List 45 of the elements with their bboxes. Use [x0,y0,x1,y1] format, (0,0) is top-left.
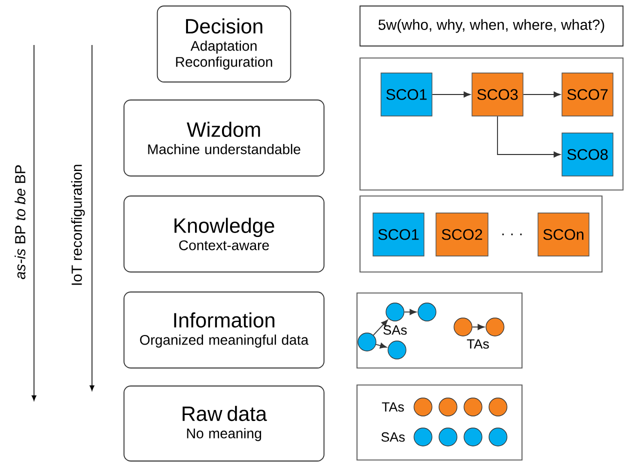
circle-node [438,398,458,416]
component-box: SCO3 [472,72,524,116]
panel [356,384,523,461]
row-label: SAs [381,432,405,442]
circle-node [414,428,432,446]
group-label: SAs [383,325,407,335]
arrow [432,92,470,98]
panel [359,195,603,273]
arrow [376,342,387,349]
level-box: Information Organized meaningful data [124,292,324,368]
circle-node [358,332,376,352]
component-box: SCO2 [436,212,488,256]
ellipsis: · · · [502,234,522,236]
circle-node [488,398,508,416]
circle-node [386,302,404,322]
question-box: 5w(who, why, when, where, what?) [360,6,624,46]
component-box: SCO8 [562,132,614,176]
component-box: SCO1 [380,72,432,116]
arrow [472,324,484,330]
level-box: Raw data No meaning [124,386,324,462]
circle-node [464,428,482,446]
rotated-label: IoT reconfiguration [71,164,85,285]
arrow [522,92,560,98]
row-label: TAs [382,402,404,412]
circle-node [464,398,482,416]
component-box: SCO1 [372,212,424,256]
component-box: SCOn [538,212,590,256]
level-box: Wizdom Machine understandable [124,100,324,176]
circle-node [486,318,504,336]
level-box: Decision Adaptation Reconfiguration [156,6,292,82]
panel [356,292,523,369]
circle-node [488,428,508,446]
arrow [372,320,388,336]
circle-node [418,302,436,322]
circle-node [388,340,406,360]
component-box: SCO7 [562,72,614,116]
circle-node [454,318,472,336]
arrow [404,309,416,315]
panel [359,57,624,191]
group-label: TAs [466,339,489,349]
level-box: Knowledge Context-aware [124,196,324,272]
arrow [497,116,560,158]
circle-node [414,398,432,416]
circle-node [438,428,458,446]
rotated-label: as-is BP to be BP [14,165,26,280]
